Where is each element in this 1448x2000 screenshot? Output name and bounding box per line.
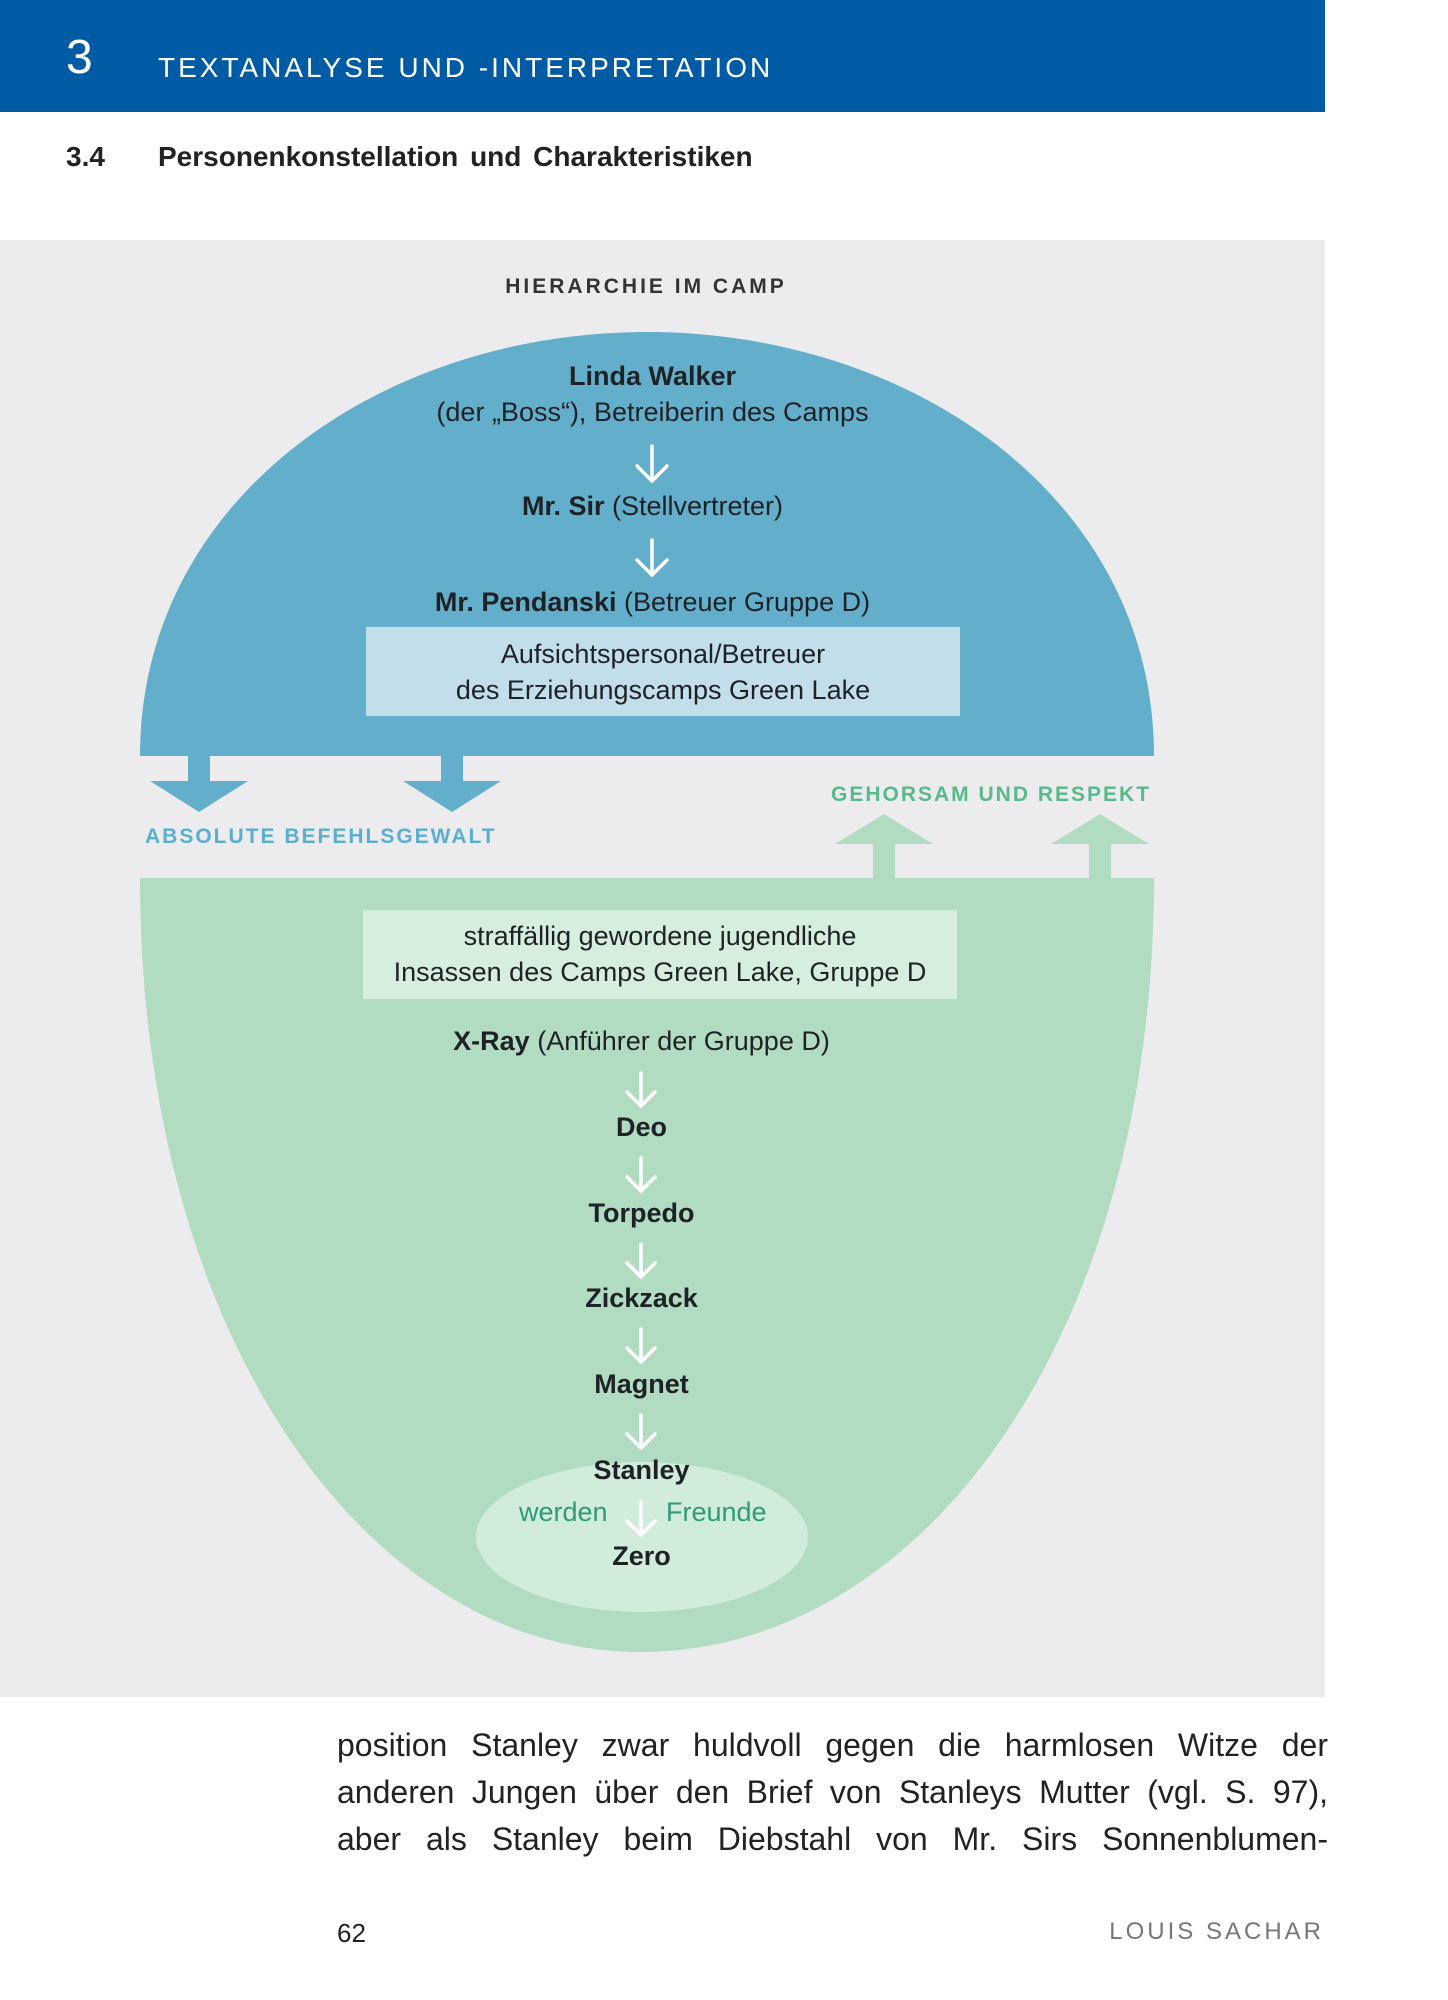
staff-box-label: Aufsichtspersonal/Betreuer des Erziehung… (366, 636, 960, 708)
mr-pendanski-name: Mr. Pendanski (434, 587, 617, 617)
inmate-stanley: Stanley (593, 1455, 690, 1485)
x-ray-name: X-Ray (453, 1026, 530, 1056)
staff-box (366, 627, 960, 716)
body-line: aber als Stanley beim Diebstahl von Mr. … (337, 1821, 1328, 1857)
x-ray-line: X-Ray (Anführer der Gruppe D) (0, 1025, 1283, 1057)
inmate-zickzack: Zickzack (585, 1283, 698, 1313)
arrow-down-icon (625, 1500, 657, 1537)
obedience-arrow-right (1051, 814, 1149, 879)
page-number: 62 (337, 1918, 366, 1948)
body-paragraph: position Stanley zwar huldvoll gegen die… (337, 1722, 1328, 1863)
section-title: Personenkonstellation und Charakteristik… (158, 141, 753, 172)
body-line: anderen Jungen über den Brief von Stanle… (337, 1774, 1328, 1810)
arrow-down-icon (625, 1242, 657, 1279)
x-ray-role: (Anführer der Gruppe D) (537, 1026, 830, 1056)
inmates-bowl (140, 878, 1154, 1652)
arrow-down-icon (635, 444, 669, 483)
inmates-box-line-2: Insassen des Camps Green Lake, Gruppe D (393, 957, 927, 987)
arrow-down-icon (625, 1327, 657, 1364)
inmates-box-label: straffällig gewordene jugendliche Insass… (363, 918, 957, 990)
inmates-box-line-1: straffällig gewordene jugendliche (463, 921, 857, 951)
linda-walker-role: (der „Boss“), Betreiberin des Camps (436, 397, 869, 427)
mr-sir-role: (Stellvertreter) (612, 491, 784, 521)
staff-box-line-1: Aufsichtspersonal/Betreuer (500, 639, 826, 669)
section-number: 3.4 (66, 141, 105, 172)
hierarchy-diagram-graphic (0, 240, 1325, 1697)
arrow-down-icon (625, 1071, 657, 1108)
inmate-magnet: Magnet (594, 1369, 689, 1399)
command-arrow-left (150, 756, 248, 812)
arrow-down-icon (635, 538, 669, 577)
obedience-label: GEHORSAM UND RESPEKT (831, 783, 1152, 806)
friends-ellipse (476, 1462, 808, 1612)
running-footer-author: LOUIS SACHAR (1109, 1918, 1324, 1945)
inmates-box (363, 910, 957, 999)
mr-sir-name: Mr. Sir (521, 491, 605, 521)
arrow-down-icon (625, 1413, 657, 1450)
inmate-deo: Deo (615, 1112, 667, 1142)
mr-pendanski-line: Mr. Pendanski (Betreuer Gruppe D) (0, 586, 1305, 618)
arrow-down-icon (625, 1156, 657, 1193)
friends-label-left: werden (519, 1497, 608, 1527)
hierarchy-diagram: HIERARCHIE IM CAMP Linda Walker (der „Bo… (0, 240, 1325, 1697)
chapter-header-bar (0, 0, 1325, 112)
obedience-arrow-left (835, 814, 933, 879)
body-line: position Stanley zwar huldvoll gegen die… (337, 1727, 1328, 1763)
friends-label-right: Freunde (666, 1497, 767, 1527)
chapter-number: 3 (66, 31, 93, 84)
staff-box-line-2: des Erziehungscamps Green Lake (455, 675, 871, 705)
linda-walker-name: Linda Walker (568, 361, 737, 391)
command-label: ABSOLUTE BEFEHLSGEWALT (145, 825, 497, 848)
chapter-title: TEXTANALYSE UND -INTERPRETATION (158, 52, 774, 83)
inmate-zero: Zero (612, 1541, 671, 1571)
inmate-torpedo: Torpedo (588, 1198, 695, 1228)
mr-pendanski-role: (Betreuer Gruppe D) (623, 587, 871, 617)
mr-sir-line: Mr. Sir (Stellvertreter) (0, 490, 1305, 522)
command-arrow-right (403, 756, 501, 812)
diagram-title: HIERARCHIE IM CAMP (505, 275, 787, 298)
